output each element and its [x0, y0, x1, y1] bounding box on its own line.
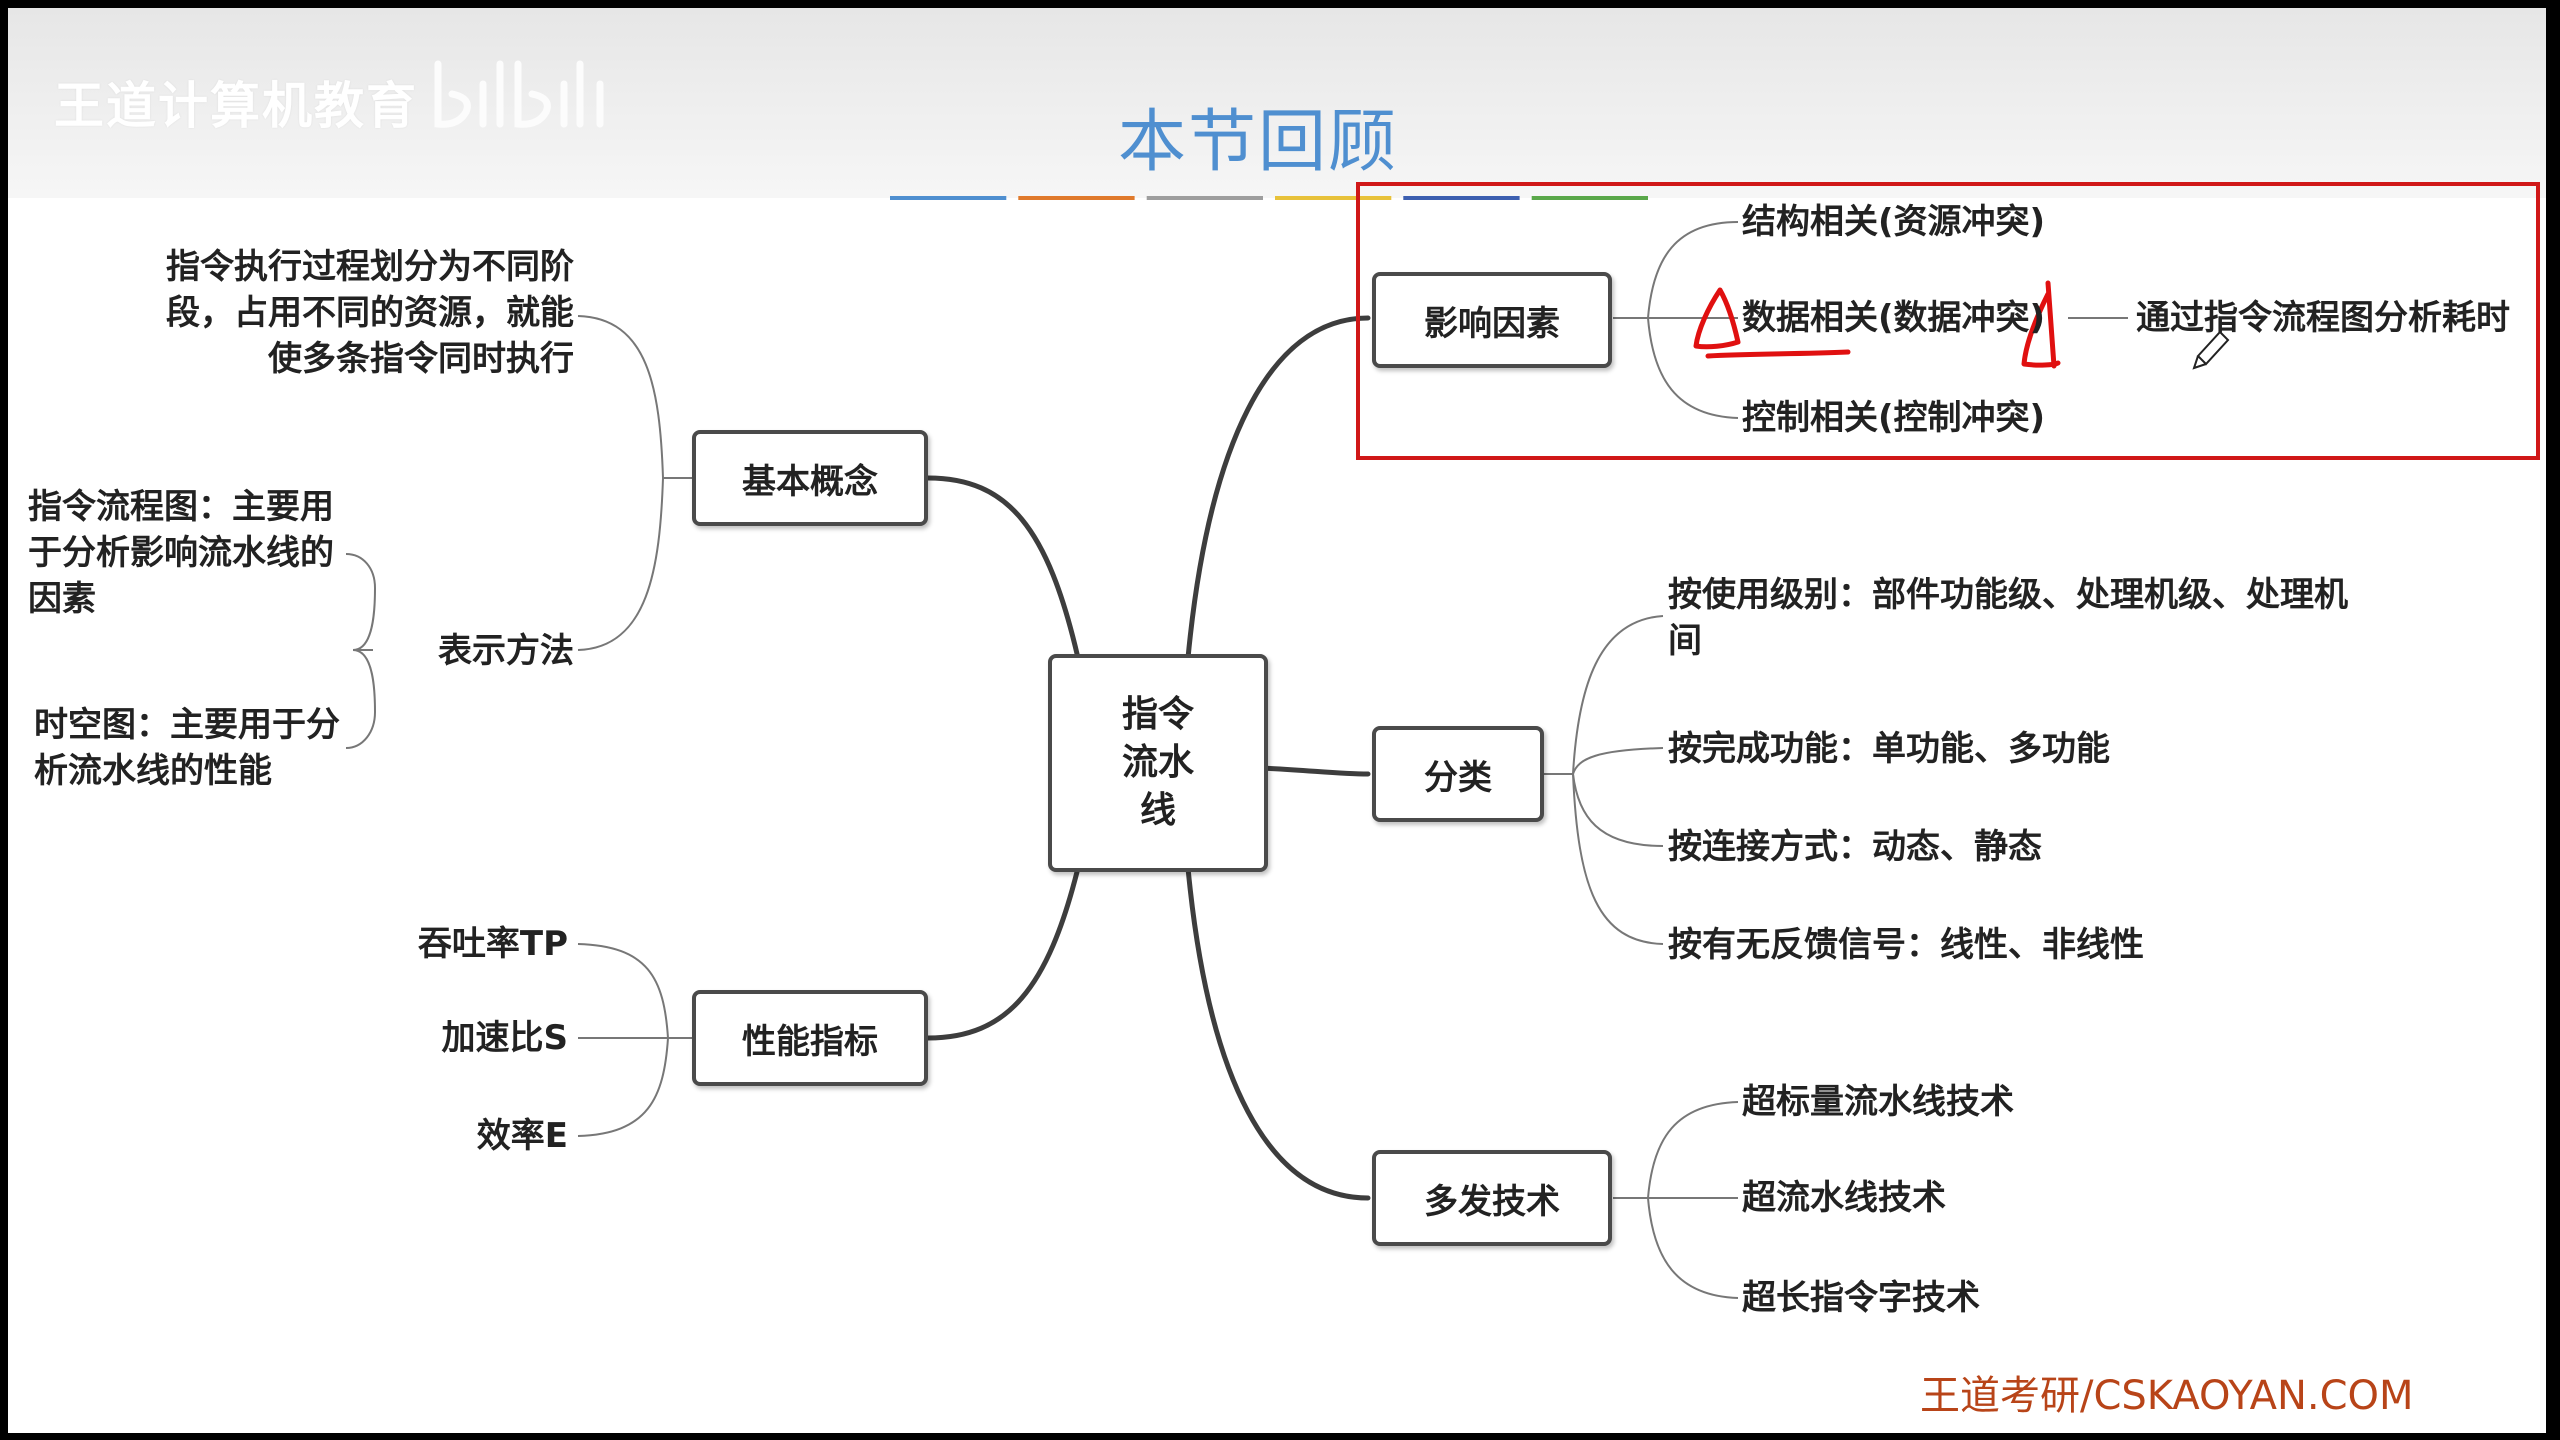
branch-multi-issue [1185, 865, 1371, 1201]
branch-performance [925, 865, 1081, 1041]
title-underline-segment [1403, 196, 1520, 200]
representation-spacetime: 时空图：主要用于分析流水线的性能 [34, 705, 340, 791]
multi-issue-superpipeline: 超流水线技术 [1742, 1178, 1946, 1218]
link-flowchart [345, 553, 377, 651]
annotation-underline [1705, 349, 1851, 359]
link-class-1 [1543, 615, 1664, 775]
multi-issue-superscalar: 超标量流水线技术 [1742, 1082, 2014, 1122]
node-basic-concepts: 基本概念 [692, 430, 928, 526]
multi-issue-vliw: 超长指令字技术 [1742, 1278, 1980, 1318]
title-underline-segment [1275, 196, 1392, 200]
title-underline [890, 196, 1648, 200]
title-underline-segment [890, 196, 1007, 200]
basic-concepts-definition: 指令执行过程划分为不同阶段，占用不同的资源，就能使多条指令同时执行 [166, 247, 574, 379]
branch-factors [1185, 315, 1371, 661]
node-performance: 性能指标 [692, 990, 928, 1086]
factor-structural: 结构相关(资源冲突) [1742, 202, 2046, 242]
performance-efficiency: 效率E [476, 1116, 568, 1156]
factor-note: 通过指令流程图分析耗时 [2136, 298, 2510, 338]
node-classification: 分类 [1372, 726, 1544, 822]
mindmap-connectors [345, 221, 2230, 1299]
link-class-4 [1543, 773, 1664, 945]
representation-flowchart: 指令流程图：主要用于分析影响流水线的因素 [28, 487, 334, 619]
bilibili-watermark-icon [434, 60, 604, 128]
node-performance-label: 性能指标 [742, 1021, 878, 1062]
link-throughput [577, 943, 698, 1039]
link-control [1613, 317, 1739, 419]
node-multi-issue-label: 多发技术 [1424, 1181, 1560, 1222]
footer-brand: 王道考研/CSKAOYAN.COM [1920, 1373, 2414, 1419]
watermark-logo: 王道计算机教育 [54, 77, 418, 135]
node-factors-label: 影响因素 [1424, 303, 1560, 344]
representation-label: 表示方法 [438, 631, 574, 671]
title-underline-segment [1146, 196, 1263, 200]
slide-title: 本节回顾 [1117, 103, 1398, 182]
node-factors: 影响因素 [1372, 272, 1612, 368]
factor-control: 控制相关(控制冲突) [1742, 398, 2046, 438]
link-class-2 [1543, 747, 1664, 775]
classification-item-3: 按连接方式：动态、静态 [1668, 827, 2042, 867]
center-node: 指令 流水 线 [1048, 654, 1268, 872]
classification-item-2: 按完成功能：单功能、多功能 [1668, 729, 2110, 769]
header-band [8, 8, 2546, 198]
link-representation [577, 477, 693, 651]
slide: 王道计算机教育 本节回顾 [8, 8, 2546, 1433]
link-class-3 [1543, 773, 1664, 847]
link-multi-3 [1613, 1197, 1739, 1299]
center-node-label: 指令 流水 线 [1121, 694, 1194, 831]
annotation-triangle-left [1693, 287, 1741, 350]
performance-speedup: 加速比S [441, 1018, 569, 1058]
node-basic-concepts-label: 基本概念 [742, 461, 878, 502]
performance-throughput: 吞吐率TP [417, 924, 568, 964]
highlight-box [1356, 182, 2540, 460]
branch-classification [1257, 765, 1371, 777]
branch-basic-concepts [925, 475, 1081, 661]
classification-item-1: 按使用级别：部件功能级、处理机级、处理机间 [1668, 575, 2348, 661]
link-definition [577, 315, 693, 479]
node-classification-label: 分类 [1424, 757, 1492, 798]
title-underline-segment [1018, 196, 1135, 200]
classification-item-4: 按有无反馈信号：线性、非线性 [1668, 925, 2144, 965]
factor-data: 数据相关(数据冲突) [1742, 298, 2046, 338]
link-spacetime [345, 649, 377, 749]
link-multi-1 [1613, 1101, 1739, 1199]
cursor-pen-icon [2192, 330, 2230, 370]
node-multi-issue: 多发技术 [1372, 1150, 1612, 1246]
annotation-triangle-right [2021, 280, 2061, 369]
link-structural [1613, 221, 1739, 319]
title-underline-segment [1531, 196, 1648, 200]
link-efficiency [577, 1037, 698, 1137]
